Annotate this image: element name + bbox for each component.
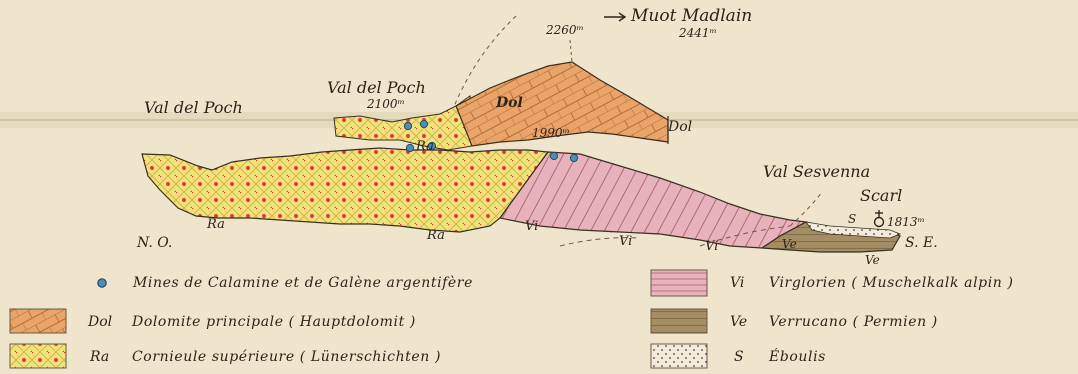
label-peak-elevation-2441: 2441ᵐ xyxy=(679,27,717,39)
legend-s-abbr: S xyxy=(734,350,744,364)
legend-vi-abbr: Vi xyxy=(730,276,744,290)
label-val-sesvenna: Val Sesvenna xyxy=(763,164,870,180)
legend-swatch-ra xyxy=(10,344,66,368)
legend-swatch-dol xyxy=(10,309,66,333)
legend-dol-abbr: Dol xyxy=(88,315,112,329)
unit-label-ve: Ve xyxy=(782,238,797,250)
unit-label-ra: Ra xyxy=(427,229,445,242)
unit-label-vi: Vi xyxy=(705,240,718,253)
unit-label-vi: Vi xyxy=(525,220,538,233)
legend-swatch-ve xyxy=(651,309,707,333)
label-val-del-poch-left: Val del Poch xyxy=(144,100,243,116)
mine-marker xyxy=(420,120,427,127)
legend-dol-text: Dolomite principale ( Hauptdolomit ) xyxy=(132,315,416,329)
legend-s-text: Éboulis xyxy=(769,350,826,364)
mine-marker xyxy=(570,154,577,161)
legend-ra-text: Cornieule supérieure ( Lünerschichten ) xyxy=(132,350,441,364)
label-muot-madlain: Muot Madlain xyxy=(631,8,752,25)
legend-ve-abbr: Ve xyxy=(730,315,747,329)
unit-label-vi: Vi xyxy=(619,235,632,248)
legend-mine-symbol xyxy=(98,279,106,287)
mine-marker xyxy=(404,122,411,129)
legend-vi-text: Virglorien ( Muschelkalk alpin ) xyxy=(769,276,1014,290)
unit-cornieule-lower xyxy=(142,148,548,232)
label-elevation-1990: 1990ᵐ xyxy=(532,127,570,139)
legend-swatch-vi xyxy=(651,270,707,296)
unit-label-ra: Ra xyxy=(207,218,225,231)
unit-label-ve: Ve xyxy=(865,254,880,266)
legend-mines-text: Mines de Calamine et de Galène argentifè… xyxy=(133,276,473,290)
label-elevation-2100: 2100ᵐ xyxy=(367,98,405,110)
label-south-east: S. E. xyxy=(905,236,938,250)
unit-label-ra: Ra xyxy=(416,140,434,153)
label-north-west: N. O. xyxy=(137,236,172,250)
label-peak-elevation-2260: 2260ᵐ xyxy=(546,24,584,36)
unit-label-s: S xyxy=(848,213,856,225)
unit-label-dol: Dol xyxy=(668,120,692,134)
arrow-right-icon xyxy=(604,13,625,21)
legend-ra-abbr: Ra xyxy=(90,350,109,364)
label-elevation-1813: 1813ᵐ xyxy=(887,216,925,228)
mine-marker xyxy=(550,152,557,159)
church-icon xyxy=(875,210,884,227)
legend-swatch-s xyxy=(651,344,707,368)
mine-marker xyxy=(406,144,413,151)
label-scarl: Scarl xyxy=(860,188,902,204)
legend-ve-text: Verrucano ( Permien ) xyxy=(769,315,938,329)
unit-label-dol: Dol xyxy=(496,96,523,110)
label-val-del-poch-mid: Val del Poch xyxy=(327,80,426,96)
unit-virglorien xyxy=(500,152,806,248)
dashed-guide-line xyxy=(570,40,572,62)
